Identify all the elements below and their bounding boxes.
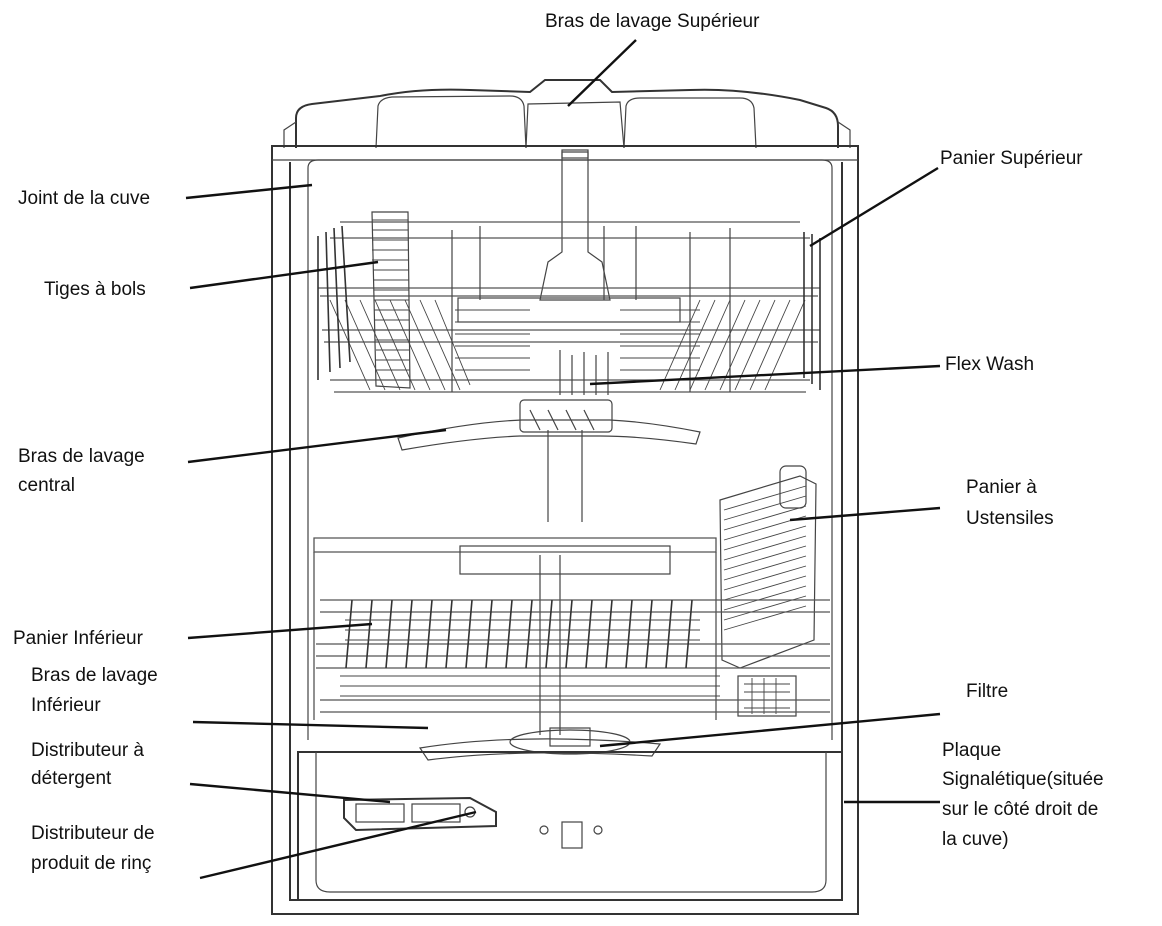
- label-panier-inferieur: Panier Inférieur: [13, 628, 144, 649]
- leader-bras-superieur: [567, 39, 637, 107]
- callout-lines: [185, 39, 941, 880]
- label-bras-inferieur: Bras de lavage Inférieur: [31, 665, 163, 716]
- label-panier-ustensiles: Panier à Ustensiles: [966, 477, 1054, 529]
- leader-bras-central: [187, 428, 447, 464]
- leader-ustensiles: [789, 506, 941, 522]
- label-filtre: Filtre: [966, 681, 1008, 702]
- dishwasher-illustration: [271, 79, 859, 915]
- leader-bras-inferieur: [192, 720, 429, 730]
- label-distributeur-detergent: Distributeur à détergent: [31, 740, 149, 789]
- leader-filtre: [599, 712, 941, 748]
- leader-detergent: [189, 782, 391, 804]
- label-plaque-signaletique: Plaque Signalétique(située sur le côté d…: [942, 740, 1109, 850]
- label-bras-central: Bras de lavage central: [18, 446, 150, 496]
- labels: Bras de lavage Supérieur Joint de la cuv…: [13, 11, 1109, 874]
- leader-joint-cuve: [185, 183, 313, 200]
- label-panier-superieur: Panier Supérieur: [940, 148, 1083, 169]
- leader-panier-inferieur: [187, 622, 373, 640]
- leader-flex-wash: [589, 364, 941, 386]
- label-flex-wash: Flex Wash: [945, 354, 1034, 375]
- leader-tiges-bols: [189, 260, 379, 290]
- label-bras-superieur: Bras de lavage Supérieur: [545, 11, 760, 32]
- label-distributeur-rincage: Distributeur de produit de rinç: [31, 823, 160, 874]
- label-joint-cuve: Joint de la cuve: [18, 188, 150, 209]
- label-tiges-bols: Tiges à bols: [44, 279, 146, 300]
- leader-panier-superieur: [809, 166, 939, 248]
- leader-rincage: [199, 810, 477, 880]
